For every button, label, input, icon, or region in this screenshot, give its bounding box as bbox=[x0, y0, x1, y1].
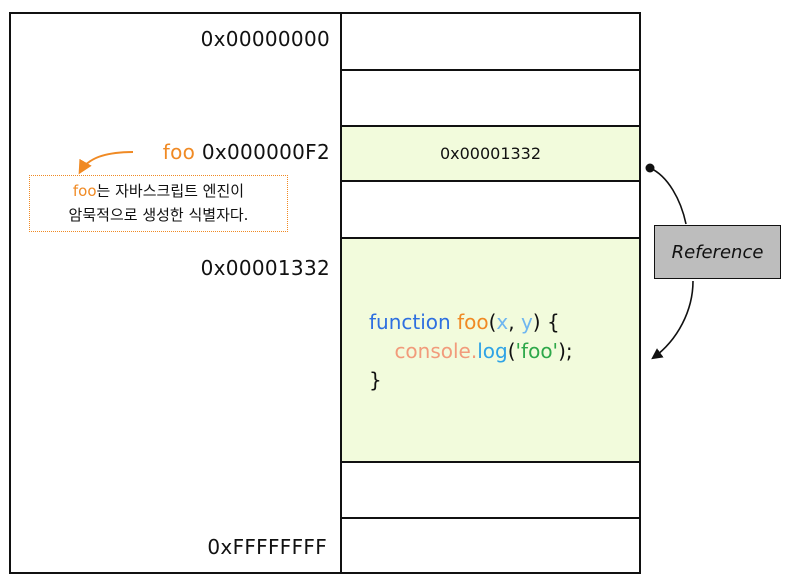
code-string: 'foo' bbox=[515, 339, 559, 363]
code-line-1: function foo(x, y) { bbox=[369, 308, 573, 337]
function-code: function foo(x, y) { console.log('foo');… bbox=[369, 308, 573, 395]
code-param-x: x bbox=[496, 310, 509, 334]
memory-cell-1 bbox=[342, 71, 639, 127]
code-line-2: console.log('foo'); bbox=[369, 337, 573, 366]
code-open-call: ( bbox=[507, 339, 516, 363]
code-comma: , bbox=[508, 310, 521, 334]
reference-label: Reference bbox=[671, 241, 764, 263]
reference-origin-dot bbox=[645, 163, 655, 173]
foo-cell-value: 0x00001332 bbox=[439, 144, 542, 163]
memory-cell-5 bbox=[342, 463, 639, 519]
code-keyword-function: function bbox=[369, 310, 451, 334]
code-indent bbox=[369, 339, 394, 363]
address-foo-row: foo 0x000000F2 bbox=[163, 140, 330, 164]
code-param-y: y bbox=[520, 310, 533, 334]
note-line-1: foo는 자바스크립트 엔진이 bbox=[30, 179, 287, 203]
code-dot: . bbox=[470, 339, 478, 363]
note-line-2: 암묵적으로 생성한 식별자다. bbox=[68, 206, 249, 224]
address-foo: 0x000000F2 bbox=[201, 140, 330, 164]
memory-cell-0 bbox=[342, 14, 639, 71]
address-function: 0x00001332 bbox=[200, 256, 330, 280]
reference-arrow-top bbox=[649, 167, 687, 225]
memory-divider bbox=[340, 12, 342, 574]
reference-label-box: Reference bbox=[654, 225, 781, 279]
code-close-signature: ) { bbox=[532, 310, 560, 334]
code-close-call: ); bbox=[558, 339, 573, 363]
note-foo: foo bbox=[72, 182, 97, 200]
code-open-paren: ( bbox=[488, 310, 497, 334]
address-start: 0x00000000 bbox=[200, 27, 330, 51]
reference-arrow-bottom bbox=[651, 280, 694, 360]
memory-cell-foo: 0x00001332 bbox=[342, 127, 639, 182]
code-log: log bbox=[477, 339, 508, 363]
note-line-1-text: 는 자바스크립트 엔진이 bbox=[96, 182, 245, 200]
memory-frame bbox=[9, 12, 641, 574]
memory-cell-function bbox=[342, 239, 639, 463]
foo-identifier-label: foo bbox=[162, 140, 196, 164]
code-line-3: } bbox=[369, 368, 382, 392]
foo-explanation-note: foo는 자바스크립트 엔진이 암묵적으로 생성한 식별자다. bbox=[29, 175, 288, 232]
code-console: console bbox=[394, 339, 471, 363]
address-end: 0xFFFFFFFF bbox=[207, 535, 327, 559]
memory-cell-6 bbox=[342, 519, 639, 572]
memory-cell-3 bbox=[342, 182, 639, 239]
code-function-name: foo bbox=[457, 310, 489, 334]
